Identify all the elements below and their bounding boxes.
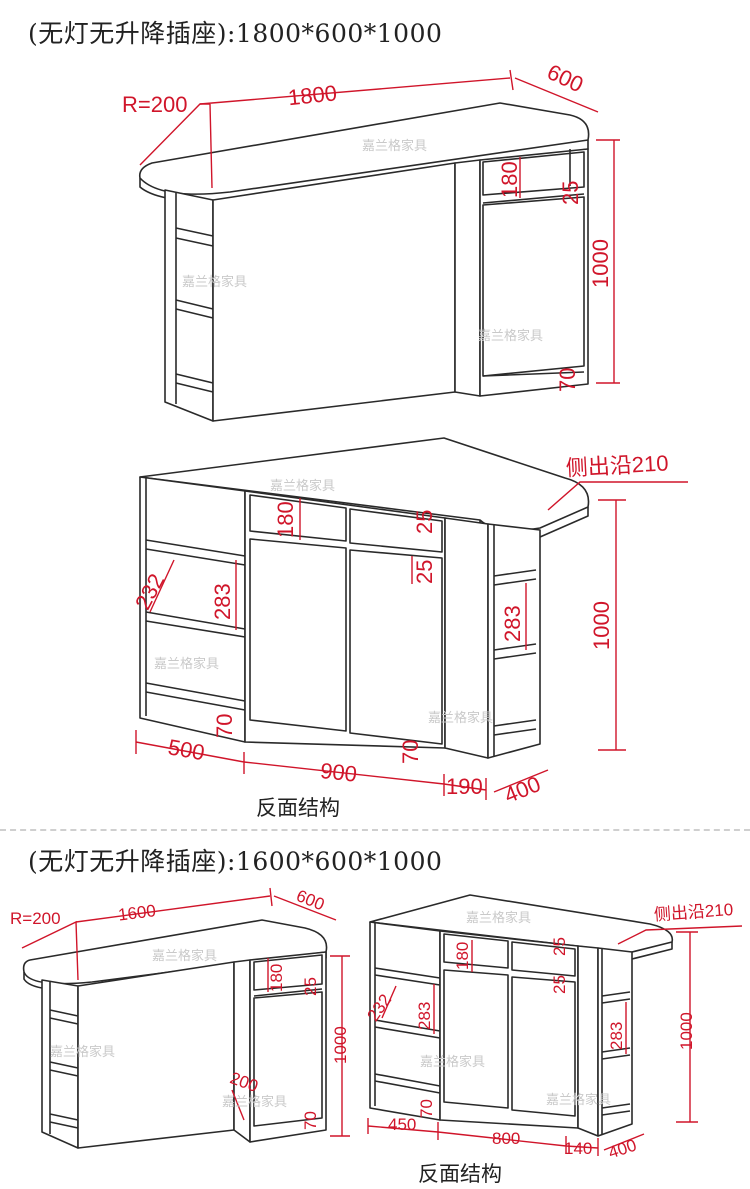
dim-rear-drawer-180-2: 180 [453,942,472,970]
dimensions-1800-rear: 侧出沿210 180 25 25 232 283 283 1000 70 70 … [130,450,688,808]
watermark-2: 嘉兰格家具 [182,274,247,290]
caption-rear-structure-1: 反面结构 [256,796,340,820]
watermark-11: 嘉兰格家具 [420,1054,485,1070]
dim-drawer-180-2: 180 [267,964,286,992]
watermark-4: 嘉兰格家具 [270,478,335,494]
watermark-3: 嘉兰格家具 [478,328,543,344]
watermark-6: 嘉兰格家具 [428,710,493,726]
dim-depth-600-2: 600 [294,886,327,914]
caption-rear-structure-2: 反面结构 [418,1162,502,1186]
dim-height-1000-2: 1000 [331,1026,350,1064]
dimensions-1800-front: R=200 1800 600 180 25 1000 70 [122,59,620,392]
section-divider [0,829,750,831]
dim-rear-height-1000: 1000 [589,601,614,650]
dim-rear-height-1000-2: 1000 [677,1012,696,1050]
dim-width-right-140: 140 [564,1139,592,1158]
watermark-5: 嘉兰格家具 [154,656,219,672]
dim-width-mid-800: 800 [492,1129,520,1148]
dim-rear-plinth-right-70: 70 [398,740,423,764]
heading-1800: (无灯无升降插座):1800*600*1000 [28,19,443,48]
dim-shelf-right-283-2: 283 [607,1022,626,1050]
dim-rear-gap-top-25: 25 [412,510,437,534]
dim-plinth-70-2: 70 [301,1111,320,1130]
dim-width-right-190: 190 [446,774,483,799]
dim-height-1000: 1000 [588,239,613,288]
dim-width-mid-900: 900 [319,758,358,787]
dim-shelf-left-283: 283 [210,583,235,620]
dim-rear-depth-400: 400 [501,771,544,808]
watermark-1: 嘉兰格家具 [362,138,427,154]
heading-1600: (无灯无升降插座):1600*600*1000 [28,847,443,876]
dim-width-left-450: 450 [388,1115,416,1134]
dim-side-edge-1: 侧出沿210 [565,450,669,480]
dim-rear-gap-top-25-2: 25 [550,937,569,956]
dim-rear-gap-mid-25-2: 25 [550,975,569,994]
cabinet-1800-rear [139,437,590,759]
cabinet-1800-front [138,102,590,422]
watermark-10: 嘉兰格家具 [466,910,531,926]
dim-depth-600: 600 [543,59,587,97]
dim-gap-25-2: 25 [301,977,320,996]
dim-width-left-500: 500 [166,734,207,765]
watermark-8: 嘉兰格家具 [50,1044,115,1060]
dim-rear-plinth-70-2: 70 [417,1099,436,1118]
dim-rear-drawer-180: 180 [273,501,298,538]
watermark-7: 嘉兰格家具 [152,948,217,964]
cabinet-1600-front [22,919,328,1149]
dim-rear-depth-400-2: 400 [606,1136,639,1163]
dimensions-1600-front: R=200 1600 600 180 25 1000 200 70 [10,886,350,1137]
dim-shelf-left-283-2: 283 [415,1002,434,1030]
cabinet-1600-rear [369,894,674,1137]
watermark-12: 嘉兰格家具 [546,1092,611,1108]
dim-radius-1: R=200 [122,92,187,117]
dim-rear-gap-mid-25: 25 [412,560,437,584]
watermark-9: 嘉兰格家具 [222,1094,287,1110]
dim-side-edge-2: 侧出沿210 [653,900,734,924]
dim-plinth-70: 70 [555,368,580,392]
dim-length-1800: 1800 [287,80,338,110]
dim-radius-2: R=200 [10,909,61,928]
dim-length-1600: 1600 [117,901,157,924]
dim-gap-25: 25 [558,181,583,205]
dim-shelf-right-283: 283 [500,605,525,642]
dim-rear-plinth-left-70: 70 [212,714,237,738]
dim-drawer-180: 180 [497,161,522,198]
